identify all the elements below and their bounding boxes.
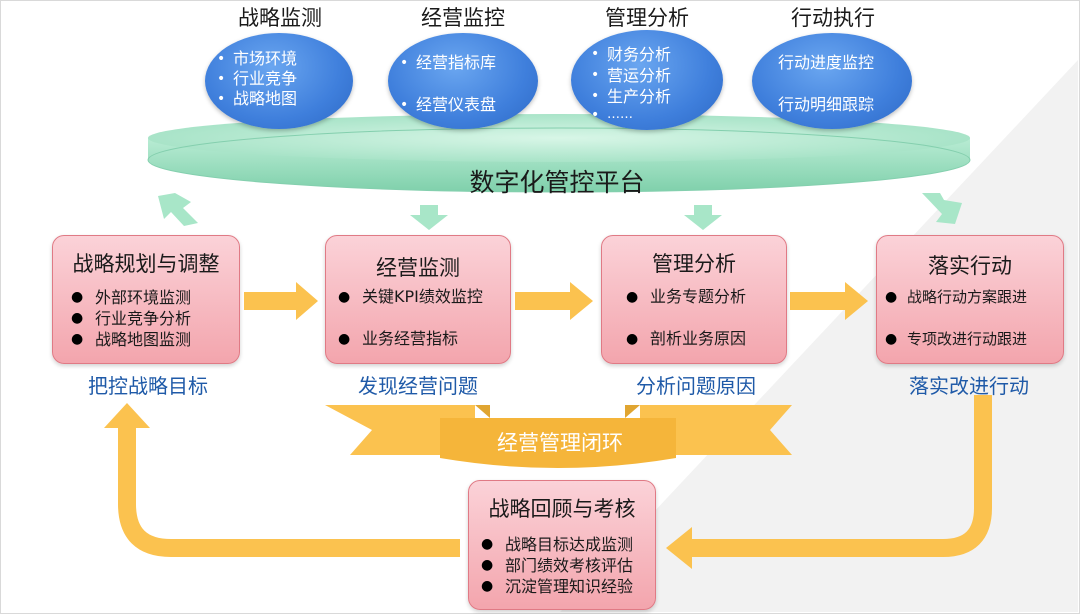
step-item: ●业务经营指标 xyxy=(338,329,459,348)
ribbon-fold-left xyxy=(475,405,490,418)
loop-arrow-right-head xyxy=(666,527,692,569)
category-title-strategy: 战略监测 xyxy=(238,6,322,30)
step-title: 管理分析 xyxy=(652,252,736,276)
step-item: ●行业竞争分析 xyxy=(71,309,192,328)
review-item: ●战略目标达成监测 xyxy=(481,535,634,554)
step-caption: 落实改进行动 xyxy=(909,374,1029,398)
oval-item: •营运分析 xyxy=(591,66,672,85)
oval-item: 行动明细跟踪 xyxy=(778,95,875,114)
ribbon-right-tail xyxy=(640,405,792,455)
oval-item: •…… xyxy=(591,107,633,123)
oval-operations-monitor: •经营指标库 •经营仪表盘 xyxy=(388,33,538,129)
oval-management-analysis: •财务分析 •营运分析 •生产分析 •…… xyxy=(571,30,723,130)
oval-item: •生产分析 xyxy=(591,87,672,106)
down-arrow-3 xyxy=(684,205,722,230)
loop-arrow-left-head xyxy=(104,403,150,428)
ribbon-fold-right xyxy=(625,405,640,418)
step-title: 战略规划与调整 xyxy=(72,252,220,276)
right-arrow-3 xyxy=(790,282,868,320)
review-item: ●沉淀管理知识经验 xyxy=(481,577,634,596)
oval-item: •战略地图 xyxy=(217,89,298,108)
step-caption: 把控战略目标 xyxy=(88,374,208,398)
right-arrow-2 xyxy=(515,282,593,320)
ribbon-left-tail xyxy=(325,405,475,455)
down-arrow-4 xyxy=(922,193,962,224)
step-item: ●业务专题分析 xyxy=(626,287,747,306)
category-title-execution: 行动执行 xyxy=(791,6,875,30)
loop-label: 经营管理闭环 xyxy=(497,431,623,455)
down-arrow-1 xyxy=(158,193,198,226)
ribbon-center xyxy=(440,418,676,468)
step-item: ●战略地图监测 xyxy=(71,330,192,349)
oval-action-execution: 行动进度监控 行动明细跟踪 xyxy=(752,33,912,129)
step-caption: 发现经营问题 xyxy=(358,374,478,398)
review-box: 战略回顾与考核 ●战略目标达成监测 ●部门绩效考核评估 ●沉淀管理知识经验 xyxy=(468,480,656,610)
step-item: ●专项改进行动跟进 xyxy=(885,330,1028,348)
review-title: 战略回顾与考核 xyxy=(488,497,636,521)
step-box-strategy-planning: 战略规划与调整 ●外部环境监测 ●行业竞争分析 ●战略地图监测 xyxy=(52,235,240,364)
step-caption: 分析问题原因 xyxy=(636,374,756,398)
oval-item: •经营仪表盘 xyxy=(400,95,497,114)
step-box-action-implementation: 落实行动 ●战略行动方案跟进 ●专项改进行动跟进 xyxy=(876,235,1064,364)
step-item: ●战略行动方案跟进 xyxy=(885,288,1028,306)
category-title-operations: 经营监控 xyxy=(421,6,505,30)
step-title: 经营监测 xyxy=(376,256,460,280)
oval-item: •经营指标库 xyxy=(400,53,497,72)
step-item: ●关键KPI绩效监控 xyxy=(338,287,483,306)
review-item: ●部门绩效考核评估 xyxy=(481,556,634,575)
loop-arrow-right xyxy=(692,395,992,557)
platform-label: 数字化管控平台 xyxy=(469,168,645,197)
oval-item: •财务分析 xyxy=(591,45,672,64)
category-title-analysis: 管理分析 xyxy=(605,6,689,30)
oval-item: 行动进度监控 xyxy=(778,53,875,72)
oval-item: •行业竞争 xyxy=(217,69,298,88)
step-item: ●剖析业务原因 xyxy=(626,329,747,348)
step-item: ●外部环境监测 xyxy=(71,288,192,307)
loop-arrow-left xyxy=(118,428,460,557)
down-arrow-2 xyxy=(410,205,448,230)
step-title: 落实行动 xyxy=(928,254,1012,278)
step-box-operations-monitor: 经营监测 ●关键KPI绩效监控 ●业务经营指标 xyxy=(325,235,511,364)
right-arrow-1 xyxy=(244,282,318,320)
oval-item: •市场环境 xyxy=(217,49,298,68)
oval-strategy-monitor: •市场环境 •行业竞争 •战略地图 xyxy=(205,33,353,129)
step-box-management-analysis: 管理分析 ●业务专题分析 ●剖析业务原因 xyxy=(601,235,787,364)
